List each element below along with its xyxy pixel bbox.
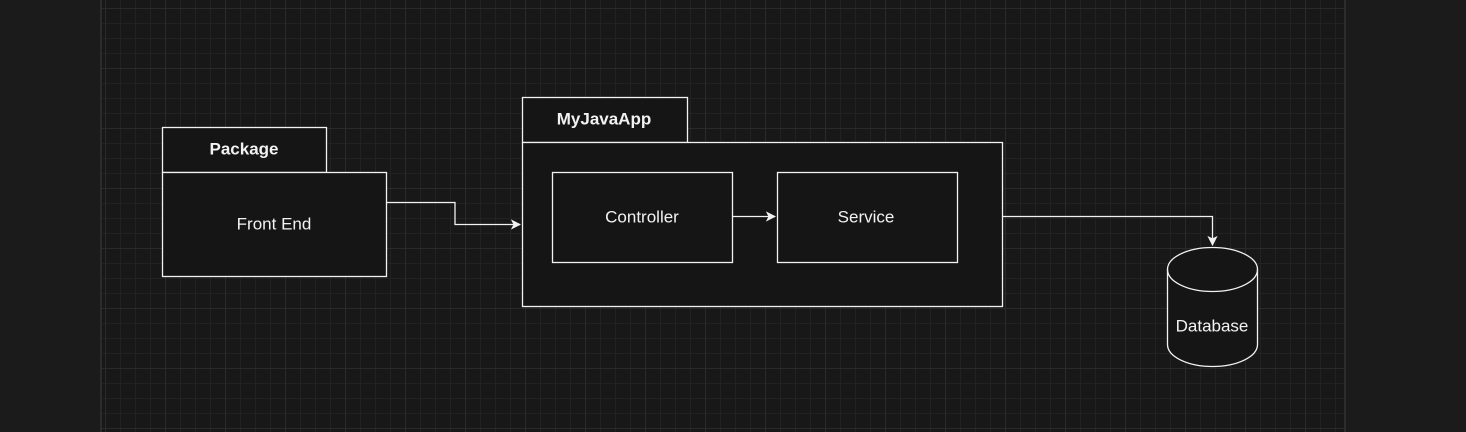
app-package-tab-label: MyJavaApp [557, 109, 651, 128]
controller-box[interactable]: Controller [551, 171, 734, 264]
database-top-rim [1166, 269, 1259, 293]
front-end-package-body[interactable] [161, 171, 388, 278]
front-end-label: Front End [237, 214, 312, 233]
controller-rect[interactable] [551, 171, 734, 264]
service-label: Service [838, 207, 895, 226]
front-end-package-tab[interactable] [161, 126, 328, 174]
front-end-package[interactable]: Package Front End [161, 126, 388, 278]
controller-label: Controller [605, 207, 679, 226]
service-box[interactable]: Service [776, 171, 959, 264]
service-rect[interactable] [776, 171, 959, 264]
app-package-tab[interactable] [521, 96, 689, 144]
database-body[interactable] [1166, 246, 1259, 368]
database-cylinder[interactable]: Database [1166, 246, 1259, 368]
edge-app-to-database[interactable] [1003, 215, 1213, 246]
edge-front-end-to-app[interactable] [387, 201, 520, 225]
front-end-package-tab-label: Package [210, 139, 279, 158]
database-label: Database [1176, 316, 1249, 335]
